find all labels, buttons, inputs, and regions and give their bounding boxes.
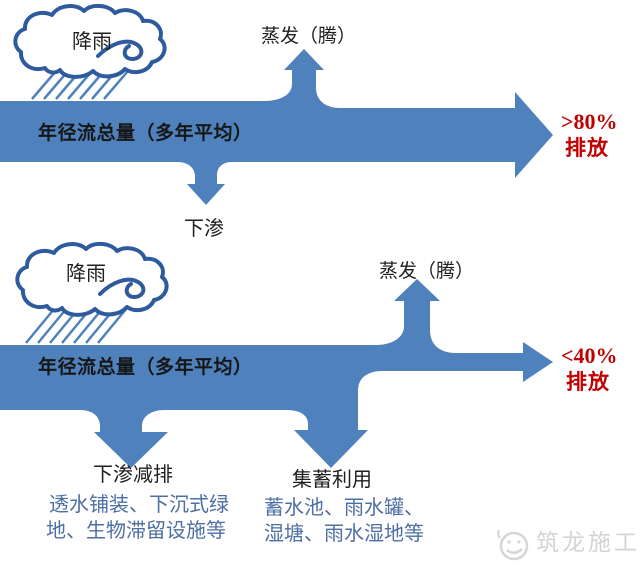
storage-facilities-line1: 蓄水池、雨水罐、 bbox=[264, 497, 424, 519]
watermark-text: 筑龙施工 bbox=[536, 530, 640, 555]
rainfall-label-top: 降雨 bbox=[72, 31, 112, 53]
rainfall-label-bottom: 降雨 bbox=[66, 263, 106, 285]
annual-runoff-label-bottom: 年径流总量（多年平均） bbox=[38, 357, 253, 378]
discharge-word-bottom: 排放 bbox=[566, 370, 610, 394]
storage-facilities-line2: 湿塘、雨水湿地等 bbox=[264, 523, 424, 545]
zhulong-logo-icon bbox=[497, 529, 529, 561]
discharge-word-top: 排放 bbox=[565, 136, 609, 160]
discharge-percent-top: >80% bbox=[561, 109, 618, 134]
infiltration-reduction-title: 下渗减排 bbox=[93, 464, 173, 486]
infiltration-facilities-line2: 地、生物滞留设施等 bbox=[46, 520, 226, 542]
discharge-percent-bottom: <40% bbox=[561, 343, 618, 368]
storage-utilization-title: 集蓄利用 bbox=[292, 469, 372, 491]
flow-band-sponge bbox=[0, 279, 553, 468]
rain-cloud-bottom-icon bbox=[15, 242, 169, 317]
evaporation-label-bottom: 蒸发（腾） bbox=[379, 261, 475, 282]
infiltration-label-top: 下渗 bbox=[184, 218, 224, 240]
evaporation-label-top: 蒸发（腾） bbox=[261, 26, 357, 47]
annual-runoff-label-top: 年径流总量（多年平均） bbox=[38, 123, 253, 144]
rain-cloud-top-icon bbox=[13, 4, 167, 79]
flow-band-traditional bbox=[0, 49, 553, 205]
infiltration-facilities-line1: 透水铺装、下沉式绿 bbox=[49, 494, 229, 516]
